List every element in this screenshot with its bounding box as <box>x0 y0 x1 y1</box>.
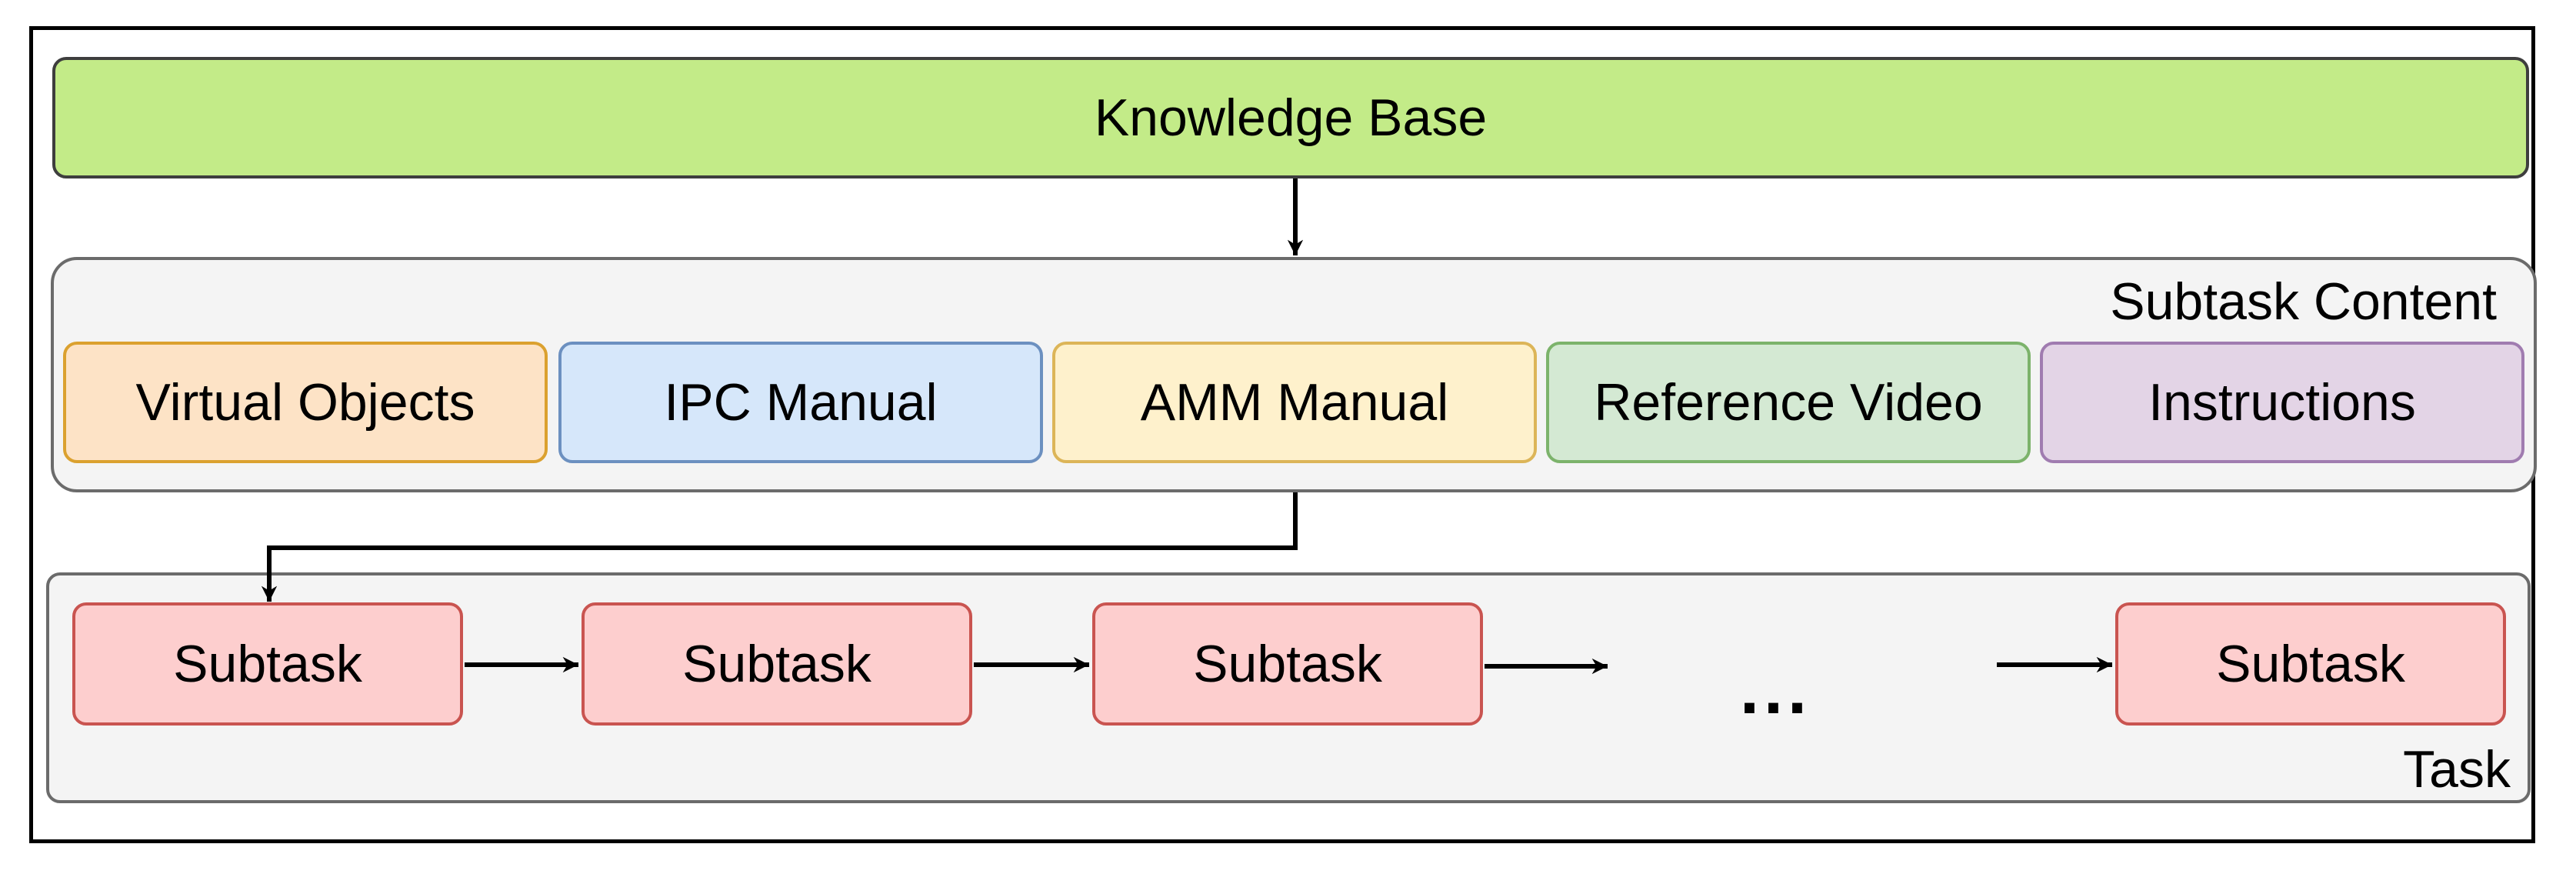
subtask-label: Subtask <box>173 635 362 693</box>
content-item-ipc-manual: IPC Manual <box>558 342 1043 463</box>
subtask-box: Subtask <box>1092 602 1483 726</box>
content-item-label: Reference Video <box>1594 373 1983 432</box>
content-item-amm-manual: AMM Manual <box>1052 342 1537 463</box>
arrow-content-to-first-subtask <box>261 492 1298 602</box>
subtask-content-label: Subtask Content <box>2110 272 2497 331</box>
content-item-reference-video: Reference Video <box>1546 342 2031 463</box>
content-item-label: Virtual Objects <box>135 373 475 432</box>
subtask-box: Subtask <box>582 602 972 726</box>
knowledge-base-label: Knowledge Base <box>1094 88 1488 147</box>
content-item-label: AMM Manual <box>1140 373 1449 432</box>
content-item-label: IPC Manual <box>664 373 938 432</box>
subtask-label: Subtask <box>2216 635 2405 693</box>
subtask-box: Subtask <box>2115 602 2506 726</box>
subtask-box: Subtask <box>72 602 463 726</box>
subtask-label: Subtask <box>682 635 871 693</box>
subtask-label: Subtask <box>1193 635 1382 693</box>
content-item-label: Instructions <box>2148 373 2416 432</box>
knowledge-base-box: Knowledge Base <box>52 57 2529 178</box>
content-item-virtual-objects: Virtual Objects <box>63 342 548 463</box>
content-item-instructions: Instructions <box>2040 342 2524 463</box>
task-label: Task <box>2403 740 2511 799</box>
ellipsis: ... <box>1740 652 1812 729</box>
